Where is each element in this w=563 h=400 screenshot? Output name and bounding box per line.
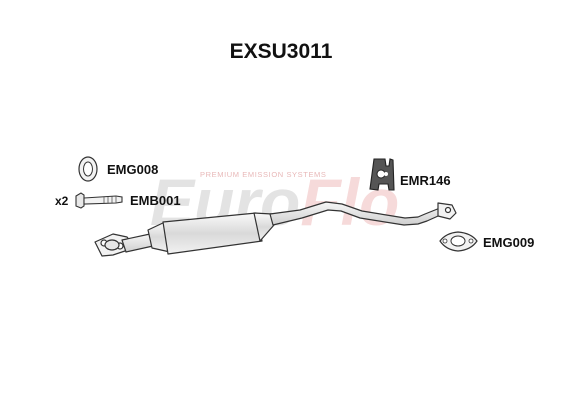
exhaust-pipe-assembly (94, 201, 457, 257)
bolt-head-icon (75, 192, 85, 209)
gasket-emg008: EMG008 (78, 156, 158, 182)
rubber-mount-emr146: EMR146 (369, 158, 451, 191)
gasket-emg009-label: EMG009 (483, 235, 534, 250)
part-number-title: EXSU3011 (230, 40, 333, 63)
bolt-emb001: x2 EMB001 (55, 192, 181, 209)
gasket-emg008-label: EMG008 (107, 162, 158, 177)
rubber-mount-emr146-label: EMR146 (400, 173, 451, 188)
bolt-emb001-label: EMB001 (130, 193, 181, 208)
gasket-emg009: EMG009 (439, 231, 534, 252)
watermark-tagline: PREMIUM EMISSION SYSTEMS (200, 170, 327, 179)
bolt-quantity: x2 (55, 194, 69, 208)
center-silencer (162, 212, 263, 255)
